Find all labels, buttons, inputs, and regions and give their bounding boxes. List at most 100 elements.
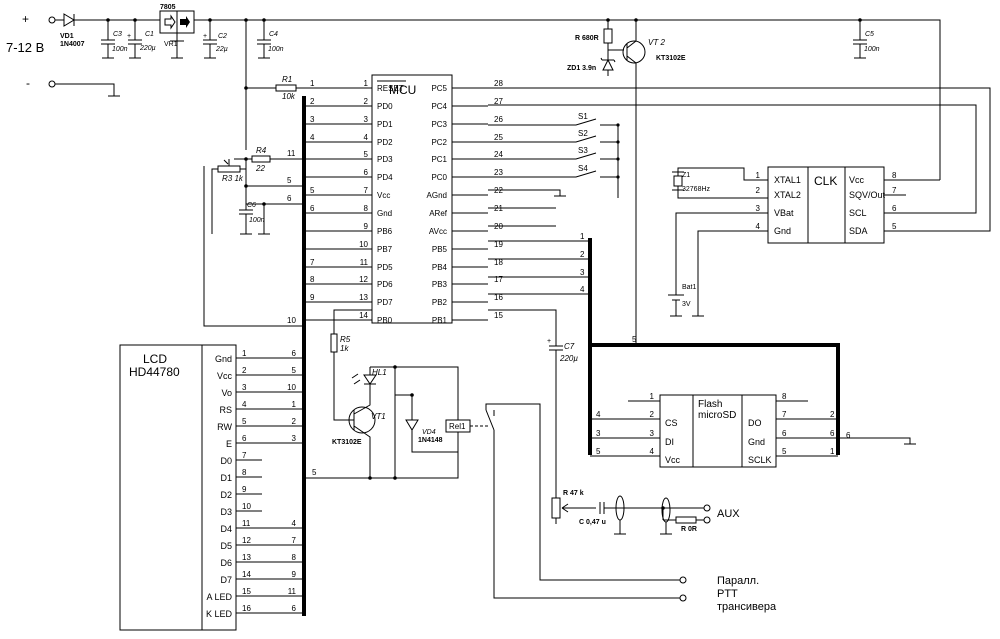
power-voltage-label: 7-12 В bbox=[6, 40, 44, 55]
flash-gnd-net: 6 bbox=[846, 431, 851, 440]
c5-capacitor: C5 100n bbox=[853, 20, 880, 59]
mcu-pin-num: 15 bbox=[494, 311, 503, 320]
lcd-title1: LCD bbox=[143, 352, 167, 366]
ptt-line2: PTT bbox=[717, 588, 738, 600]
mcu-pin-name: PB1 bbox=[432, 316, 448, 325]
switch-3 bbox=[488, 152, 618, 160]
mcu-pin-name: AGnd bbox=[427, 191, 447, 200]
flash-pin-num: 1 bbox=[650, 392, 655, 401]
lcd-bus-num: 1 bbox=[292, 400, 297, 409]
flash-pin-name: Vcc bbox=[665, 455, 681, 465]
vt1-type: KT3102E bbox=[332, 439, 362, 446]
lcd-pin-name: K LED bbox=[206, 609, 233, 619]
lcd-pin-num: 7 bbox=[242, 451, 247, 460]
switch-2 bbox=[488, 135, 618, 143]
reg-name: VR1 bbox=[164, 41, 178, 48]
mcu-pin-name: PD0 bbox=[377, 102, 393, 111]
c7-value: 220µ bbox=[559, 354, 578, 363]
bat1-value: 3V bbox=[682, 301, 691, 308]
switch-label: S1 bbox=[578, 112, 588, 121]
vt2-section: R 680R ZD1 3.9n VT 2 KT3102E bbox=[567, 20, 686, 345]
mcu-pin-name: PC0 bbox=[431, 173, 447, 182]
z1-name: Z1 bbox=[682, 172, 690, 179]
lcd-bus-num: 7 bbox=[292, 536, 297, 545]
right-bus-num: 1 bbox=[580, 232, 585, 241]
mcu-pin-num: 11 bbox=[360, 258, 369, 267]
lcd-pin-num: 4 bbox=[242, 400, 247, 409]
mcu-pin-name: PD4 bbox=[377, 173, 393, 182]
switch-label: S2 bbox=[578, 129, 588, 138]
flash-pin-num: 5 bbox=[782, 447, 787, 456]
mcu-bus-num: 5 bbox=[310, 186, 315, 195]
vt2-name: VT 2 bbox=[648, 38, 665, 47]
flash-pin-num: 4 bbox=[650, 447, 655, 456]
mcu-pin-name: PB4 bbox=[432, 263, 448, 272]
c5-name: C5 bbox=[865, 31, 874, 38]
mcu-pin-num: 4 bbox=[364, 133, 369, 142]
c2-name: C2 bbox=[218, 33, 227, 40]
reg-type: 7805 bbox=[160, 4, 176, 11]
contrast-section: R4 22 11 R3 1k 10 5 6 C6 100n bbox=[203, 88, 302, 327]
lcd-pin-name: D2 bbox=[220, 490, 232, 500]
mcu-pin-num: 16 bbox=[494, 293, 503, 302]
flash-pin-name: DO bbox=[748, 418, 762, 428]
switch-label: S3 bbox=[578, 146, 588, 155]
flash-bus-num: 5 bbox=[596, 447, 601, 456]
lcd-pin-num: 13 bbox=[242, 553, 251, 562]
mcu-pin-name: PD3 bbox=[377, 155, 393, 164]
r1-value: 10k bbox=[282, 92, 296, 101]
mcu-pin-num: 1 bbox=[364, 79, 369, 88]
mcu-pin-num: 28 bbox=[494, 79, 503, 88]
lcd-bus-num: 2 bbox=[292, 417, 297, 426]
right-bus-num: 3 bbox=[580, 268, 585, 277]
clk-pin-name: SCL bbox=[849, 208, 867, 218]
mcu-pin-name: PD6 bbox=[377, 280, 393, 289]
clk-pin-name: SQV/Out bbox=[849, 190, 886, 200]
relay-section: R5 1k VT1 KT3102E HL1 VD4 1N4148 Rel1 5 bbox=[304, 309, 680, 599]
lcd-pin-name: D3 bbox=[220, 507, 232, 517]
mcu-pin-name: PB3 bbox=[432, 280, 448, 289]
mcu-pin-name: PD1 bbox=[377, 120, 393, 129]
zd1-label: ZD1 3.9n bbox=[567, 65, 596, 72]
c1-name: C1 bbox=[145, 31, 154, 38]
flash-title1: Flash bbox=[698, 399, 722, 410]
vd1-diode: VD1 1N4007 bbox=[60, 13, 85, 48]
r680-label: R 680R bbox=[575, 35, 599, 42]
flash-pin-num: 8 bbox=[782, 392, 787, 401]
c3-name: C3 bbox=[113, 31, 122, 38]
flash-bus-num: 4 bbox=[596, 410, 601, 419]
flash-bus-num: 6 bbox=[830, 429, 835, 438]
flash-bus-num: 1 bbox=[830, 447, 835, 456]
lcd-bus-num: 6 bbox=[292, 349, 297, 358]
c4-value: 100n bbox=[268, 46, 284, 53]
mcu-pin-num: 3 bbox=[364, 115, 369, 124]
mcu-pin-name: PD2 bbox=[377, 138, 393, 147]
mcu-pin-num: 25 bbox=[494, 133, 503, 142]
lcd-pin-name: A LED bbox=[206, 592, 232, 602]
flash-bus-num: 2 bbox=[830, 410, 835, 419]
power-plus-terminal bbox=[48, 16, 56, 24]
lcd-pin-name: D4 bbox=[220, 524, 232, 534]
lcd-pin-num: 11 bbox=[242, 519, 251, 528]
r3-net-label: 10 bbox=[287, 316, 296, 325]
mcu-pin-num: 13 bbox=[359, 293, 368, 302]
mcu-pin-num: 17 bbox=[494, 275, 503, 284]
bat1-battery: Bat1 3V bbox=[668, 212, 768, 317]
flash-pin-name: DI bbox=[665, 437, 674, 447]
clk-pin-num: 3 bbox=[756, 204, 761, 213]
lcd-bus-num: 10 bbox=[287, 383, 296, 392]
r4-net-label: 11 bbox=[287, 149, 296, 158]
r5-name: R5 bbox=[340, 335, 351, 344]
clk-pin-name: Vcc bbox=[849, 175, 865, 185]
audio-section: + C7 220µ R 47 k C 0,47 u R 0R AUX bbox=[547, 338, 740, 535]
mcu-pin-name: PD5 bbox=[377, 263, 393, 272]
mcu-pin-num: 12 bbox=[359, 275, 368, 284]
lcd-pin-name: Vcc bbox=[217, 371, 233, 381]
mcu-pin-num: 24 bbox=[494, 150, 503, 159]
power-minus-terminal bbox=[48, 80, 56, 88]
c6-name: C6 bbox=[247, 202, 256, 209]
switch-4 bbox=[488, 170, 618, 178]
r0-label: R 0R bbox=[681, 526, 697, 533]
c7-sign: + bbox=[547, 338, 551, 345]
